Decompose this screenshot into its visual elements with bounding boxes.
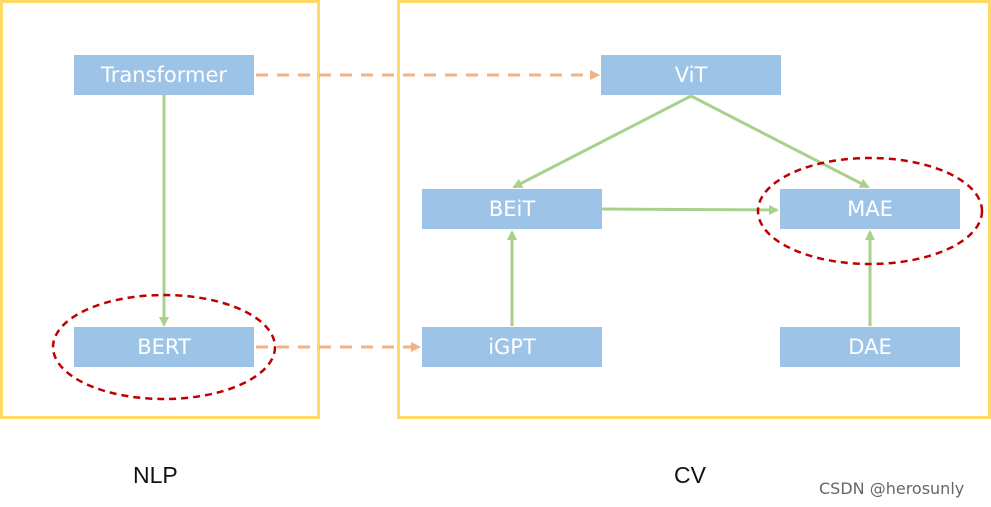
cv-panel <box>397 0 991 419</box>
node-dae-label: DAE <box>848 335 892 359</box>
node-beit-label: BEiT <box>488 197 536 221</box>
nlp-caption: NLP <box>133 462 178 488</box>
node-mae-label: MAE <box>847 197 893 221</box>
node-igpt-label: iGPT <box>488 335 536 359</box>
node-transformer: Transformer <box>74 55 254 95</box>
node-transformer-label: Transformer <box>100 63 227 87</box>
node-vit: ViT <box>601 55 781 95</box>
node-igpt: iGPT <box>422 327 602 367</box>
node-dae: DAE <box>780 327 960 367</box>
watermark: CSDN @herosunly <box>819 479 965 498</box>
node-bert-label: BERT <box>137 335 191 359</box>
cv-caption: CV <box>674 462 706 488</box>
node-beit: BEiT <box>422 189 602 229</box>
node-vit-label: ViT <box>674 63 708 87</box>
node-mae: MAE <box>780 189 960 229</box>
nlp-panel <box>0 0 320 419</box>
node-bert: BERT <box>74 327 254 367</box>
